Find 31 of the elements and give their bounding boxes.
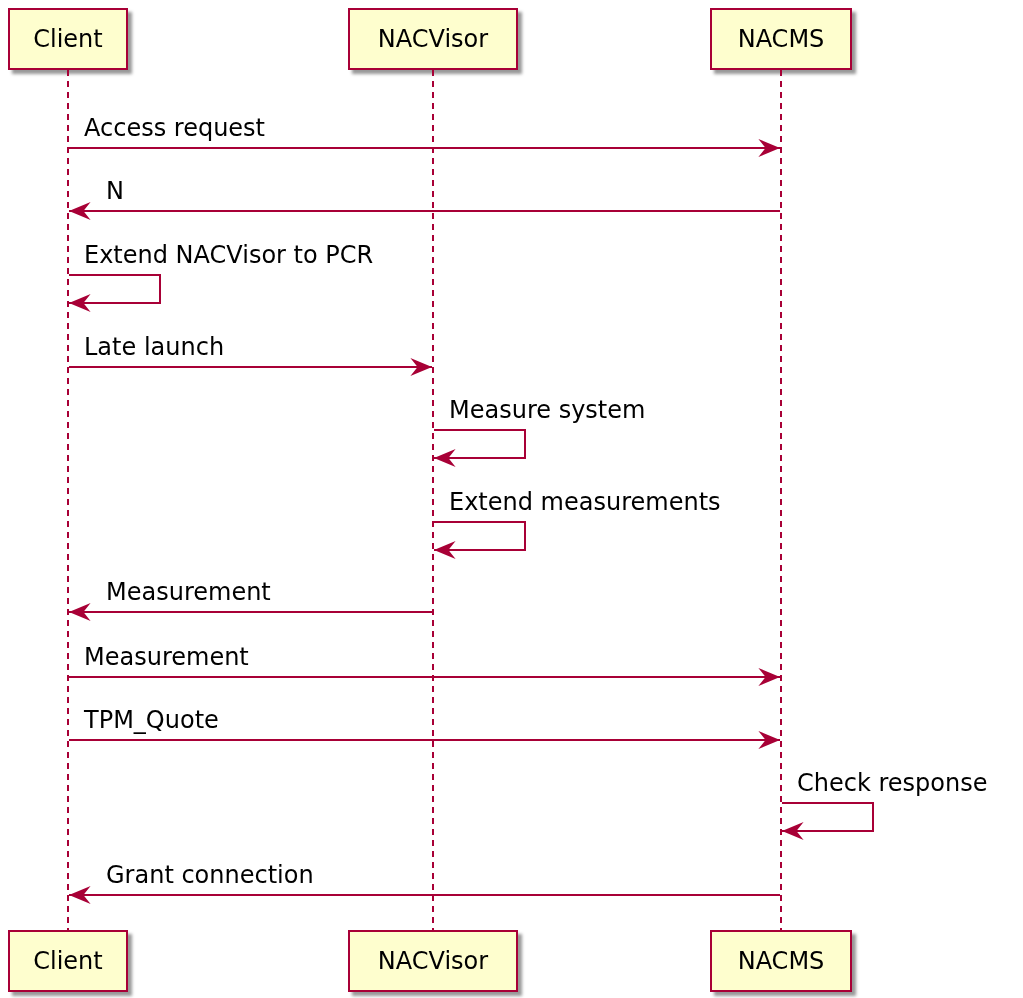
message-label: Measurement — [106, 578, 271, 606]
message-label: Measurement — [84, 643, 249, 671]
message-label: TPM_Quote — [84, 706, 219, 734]
message-label: Extend NACVisor to PCR — [84, 241, 374, 269]
lifeline — [432, 70, 434, 930]
lifeline — [780, 70, 782, 930]
message-arrow — [68, 731, 781, 749]
message-arrow — [68, 668, 781, 686]
lifeline — [67, 70, 69, 930]
self-message-arrow — [68, 274, 161, 312]
participant-box: NACVisor — [348, 8, 518, 70]
participant-box: Client — [8, 8, 128, 70]
message-label: Access request — [84, 114, 266, 142]
message-arrow — [68, 202, 781, 220]
message-arrow — [68, 358, 433, 376]
message-arrow — [68, 886, 781, 904]
participant-box: Client — [8, 930, 128, 992]
message-label: Extend measurements — [449, 488, 721, 516]
message-label: Check response — [797, 769, 988, 797]
message-arrow — [68, 139, 781, 157]
self-message-arrow — [781, 802, 874, 840]
self-message-arrow — [433, 429, 526, 467]
message-label: Measure system — [449, 396, 646, 424]
participant-box: NACMS — [710, 930, 852, 992]
self-message-arrow — [433, 521, 526, 559]
participant-box: NACMS — [710, 8, 852, 70]
message-label: Grant connection — [106, 861, 314, 889]
message-arrow — [68, 603, 433, 621]
participant-box: NACVisor — [348, 930, 518, 992]
message-label: N — [106, 177, 124, 205]
message-label: Late launch — [84, 333, 225, 361]
